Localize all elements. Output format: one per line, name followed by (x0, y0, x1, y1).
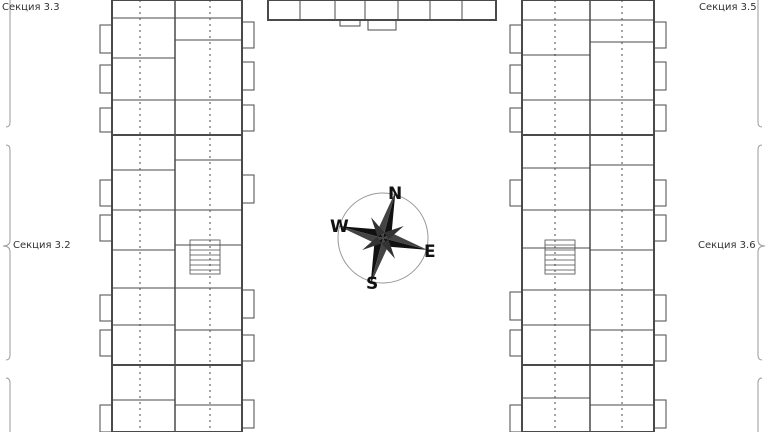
top-block (267, 0, 497, 31)
section-label-3-5: Секция 3.5 (699, 2, 757, 13)
right-wing-balconies (509, 21, 667, 432)
section-label-3-6: Секция 3.6 (698, 240, 756, 251)
compass-star (338, 191, 428, 285)
left-wing (99, 0, 255, 432)
right-wing-stairs (544, 239, 576, 275)
bracket-right-top (757, 0, 763, 128)
bracket-right-mid (757, 144, 766, 361)
right-wing-room-dividers (522, 0, 654, 432)
compass-north-label: N (388, 184, 403, 204)
bracket-left-bottom (5, 377, 11, 432)
right-wing (509, 0, 667, 432)
bracket-left-top (5, 0, 11, 128)
left-wing-outline (111, 0, 243, 432)
bracket-left-mid (2, 144, 11, 361)
compass-east-label: E (424, 242, 436, 262)
compass-south-label: S (366, 274, 379, 294)
section-label-3-3: Секция 3.3 (2, 2, 60, 13)
right-wing-outline (521, 0, 655, 432)
left-wing-stairs (189, 239, 221, 275)
compass-circle (337, 192, 429, 284)
left-wing-balconies (99, 21, 255, 432)
compass-rose (337, 191, 429, 285)
compass-west-label: W (330, 217, 349, 237)
bracket-right-bottom (757, 377, 763, 432)
section-label-3-2: Секция 3.2 (13, 240, 71, 251)
left-wing-room-dividers (112, 0, 242, 432)
